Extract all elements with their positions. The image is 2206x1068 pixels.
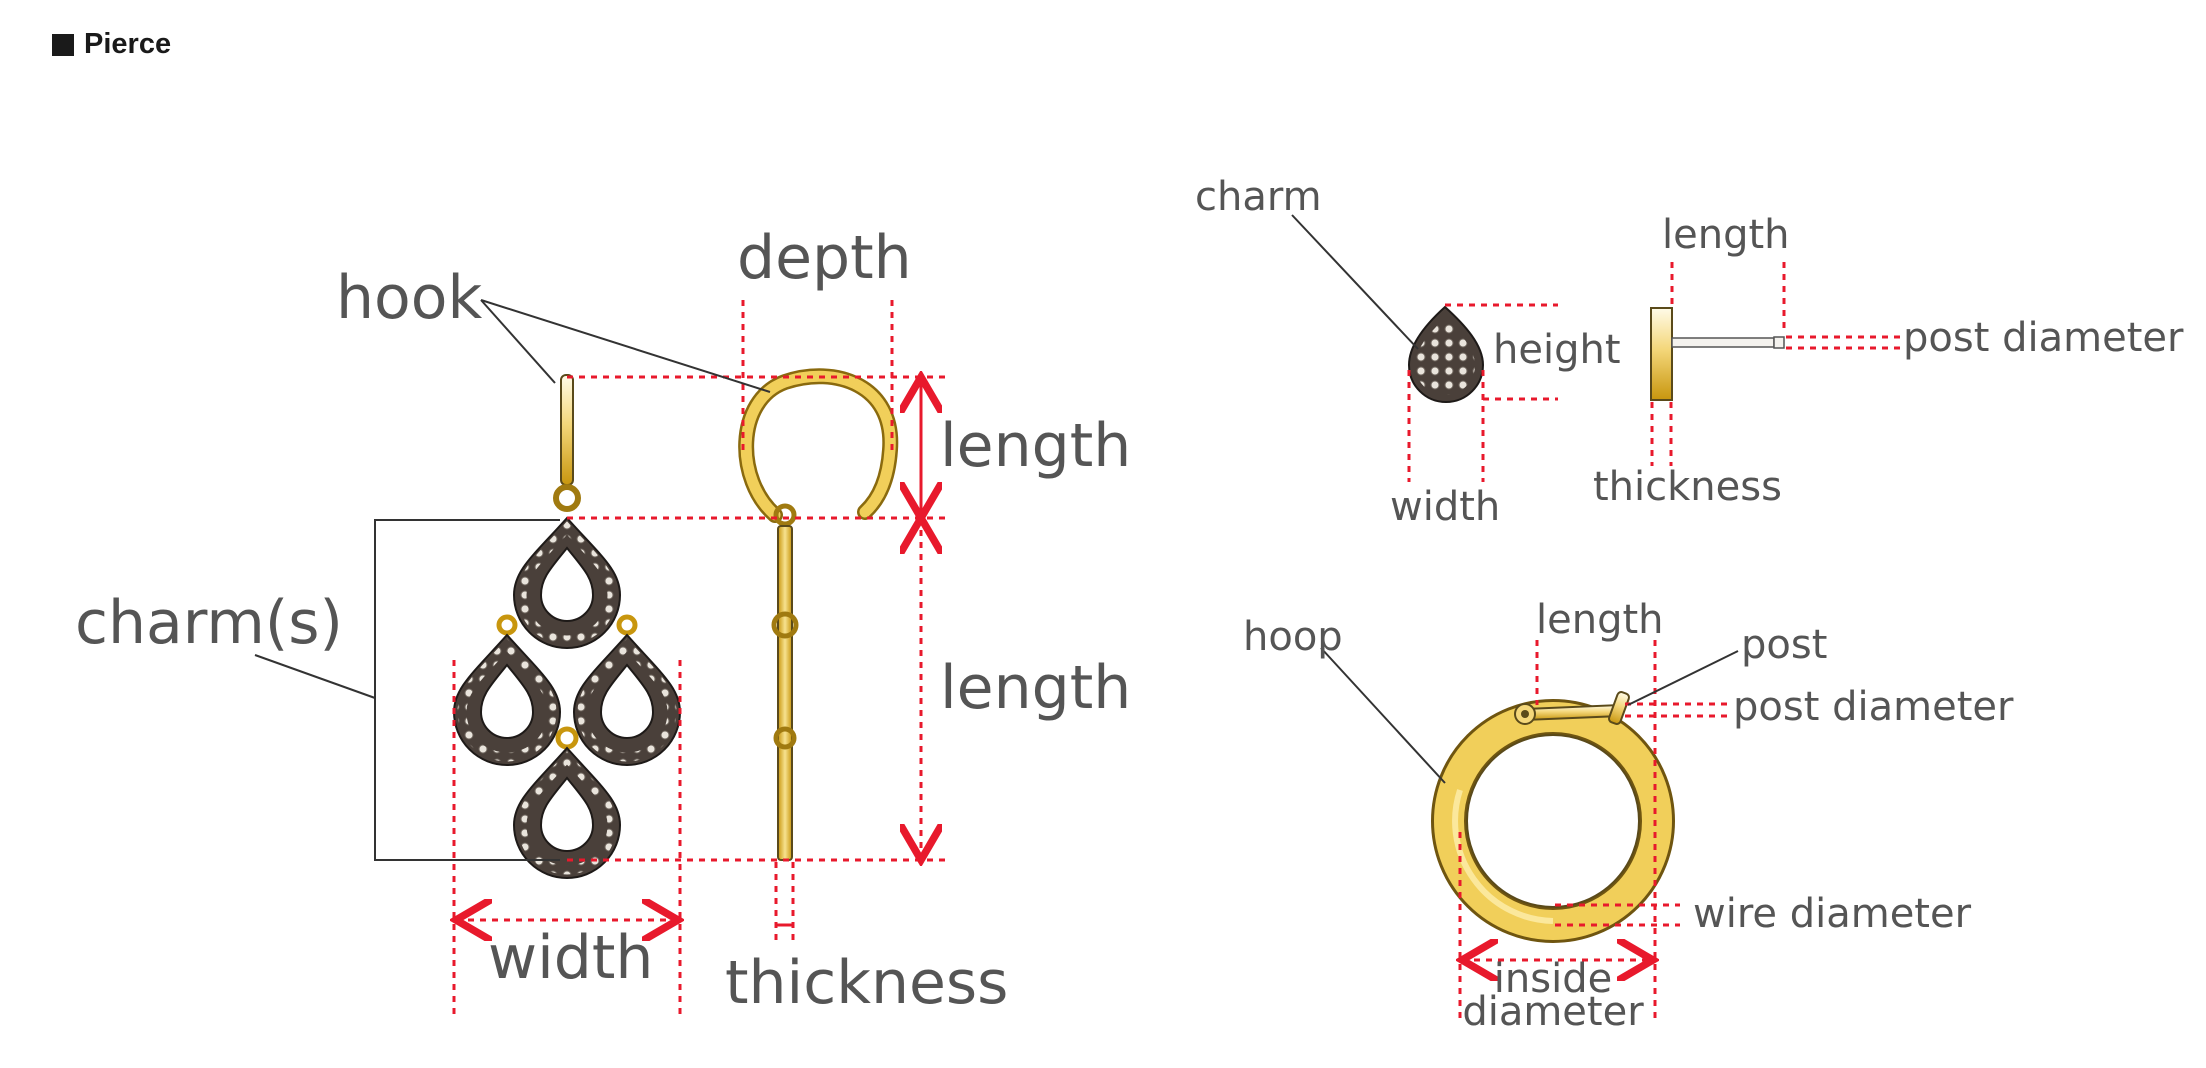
hoop-view — [1431, 691, 1675, 943]
charms-label: charm(s) — [75, 588, 343, 658]
stud-side-view — [1650, 307, 1785, 401]
inside-diameter-label-line2: diameter — [1462, 989, 1644, 1035]
hoop-leader — [1320, 647, 1446, 784]
hoop-post-diameter-label: post diameter — [1733, 684, 2014, 730]
stud-thickness-label: thickness — [1593, 464, 1782, 510]
teardrop-charm-icon — [512, 746, 622, 879]
chandelier-side-view — [738, 368, 899, 861]
stud-post-diameter-label: post diameter — [1903, 315, 2184, 361]
section-title-text: Pierce — [84, 28, 172, 60]
stud-charm-label: charm — [1195, 174, 1322, 220]
teardrop-charm-icon — [572, 633, 682, 766]
width-label: width — [488, 923, 653, 993]
depth-label: depth — [737, 223, 912, 293]
hook-label: hook — [336, 263, 482, 333]
stud-charm-leader — [1291, 214, 1419, 350]
stud-back-icon — [1650, 307, 1673, 401]
chandelier-dimension-lines — [454, 300, 945, 1015]
thickness-label: thickness — [725, 948, 1008, 1018]
teardrop-charm-icon — [452, 633, 562, 766]
hoop-length-label: length — [1536, 597, 1664, 643]
stud-height-label: height — [1493, 327, 1621, 373]
stud-front-view — [1407, 305, 1485, 403]
stud-length-label: length — [1662, 212, 1790, 258]
section-title: Pierce — [52, 28, 171, 61]
teardrop-charm-icon — [512, 516, 622, 649]
stud-post-icon — [1671, 337, 1775, 348]
stud-width-label: width — [1390, 484, 1500, 530]
inside-diameter-label-line1: inside — [1494, 956, 1612, 1002]
hoop-post-label: post — [1741, 622, 1827, 668]
post-leader — [1627, 650, 1739, 706]
side-bar-icon — [777, 525, 793, 861]
chandelier-front-view — [452, 374, 682, 879]
hoop-label: hoop — [1243, 614, 1343, 660]
wire-diameter-label: wire diameter — [1693, 891, 1972, 937]
hoop-dimension-lines — [1460, 640, 1727, 1020]
stud-dimension-lines — [1407, 262, 1900, 482]
jump-ring-icon — [553, 484, 581, 512]
hook-front-icon — [560, 374, 574, 486]
charm-length-label: length — [940, 653, 1131, 723]
black-square-icon — [52, 33, 74, 56]
chandelier-leader-lines — [254, 299, 771, 861]
hook-length-label: length — [940, 411, 1131, 481]
